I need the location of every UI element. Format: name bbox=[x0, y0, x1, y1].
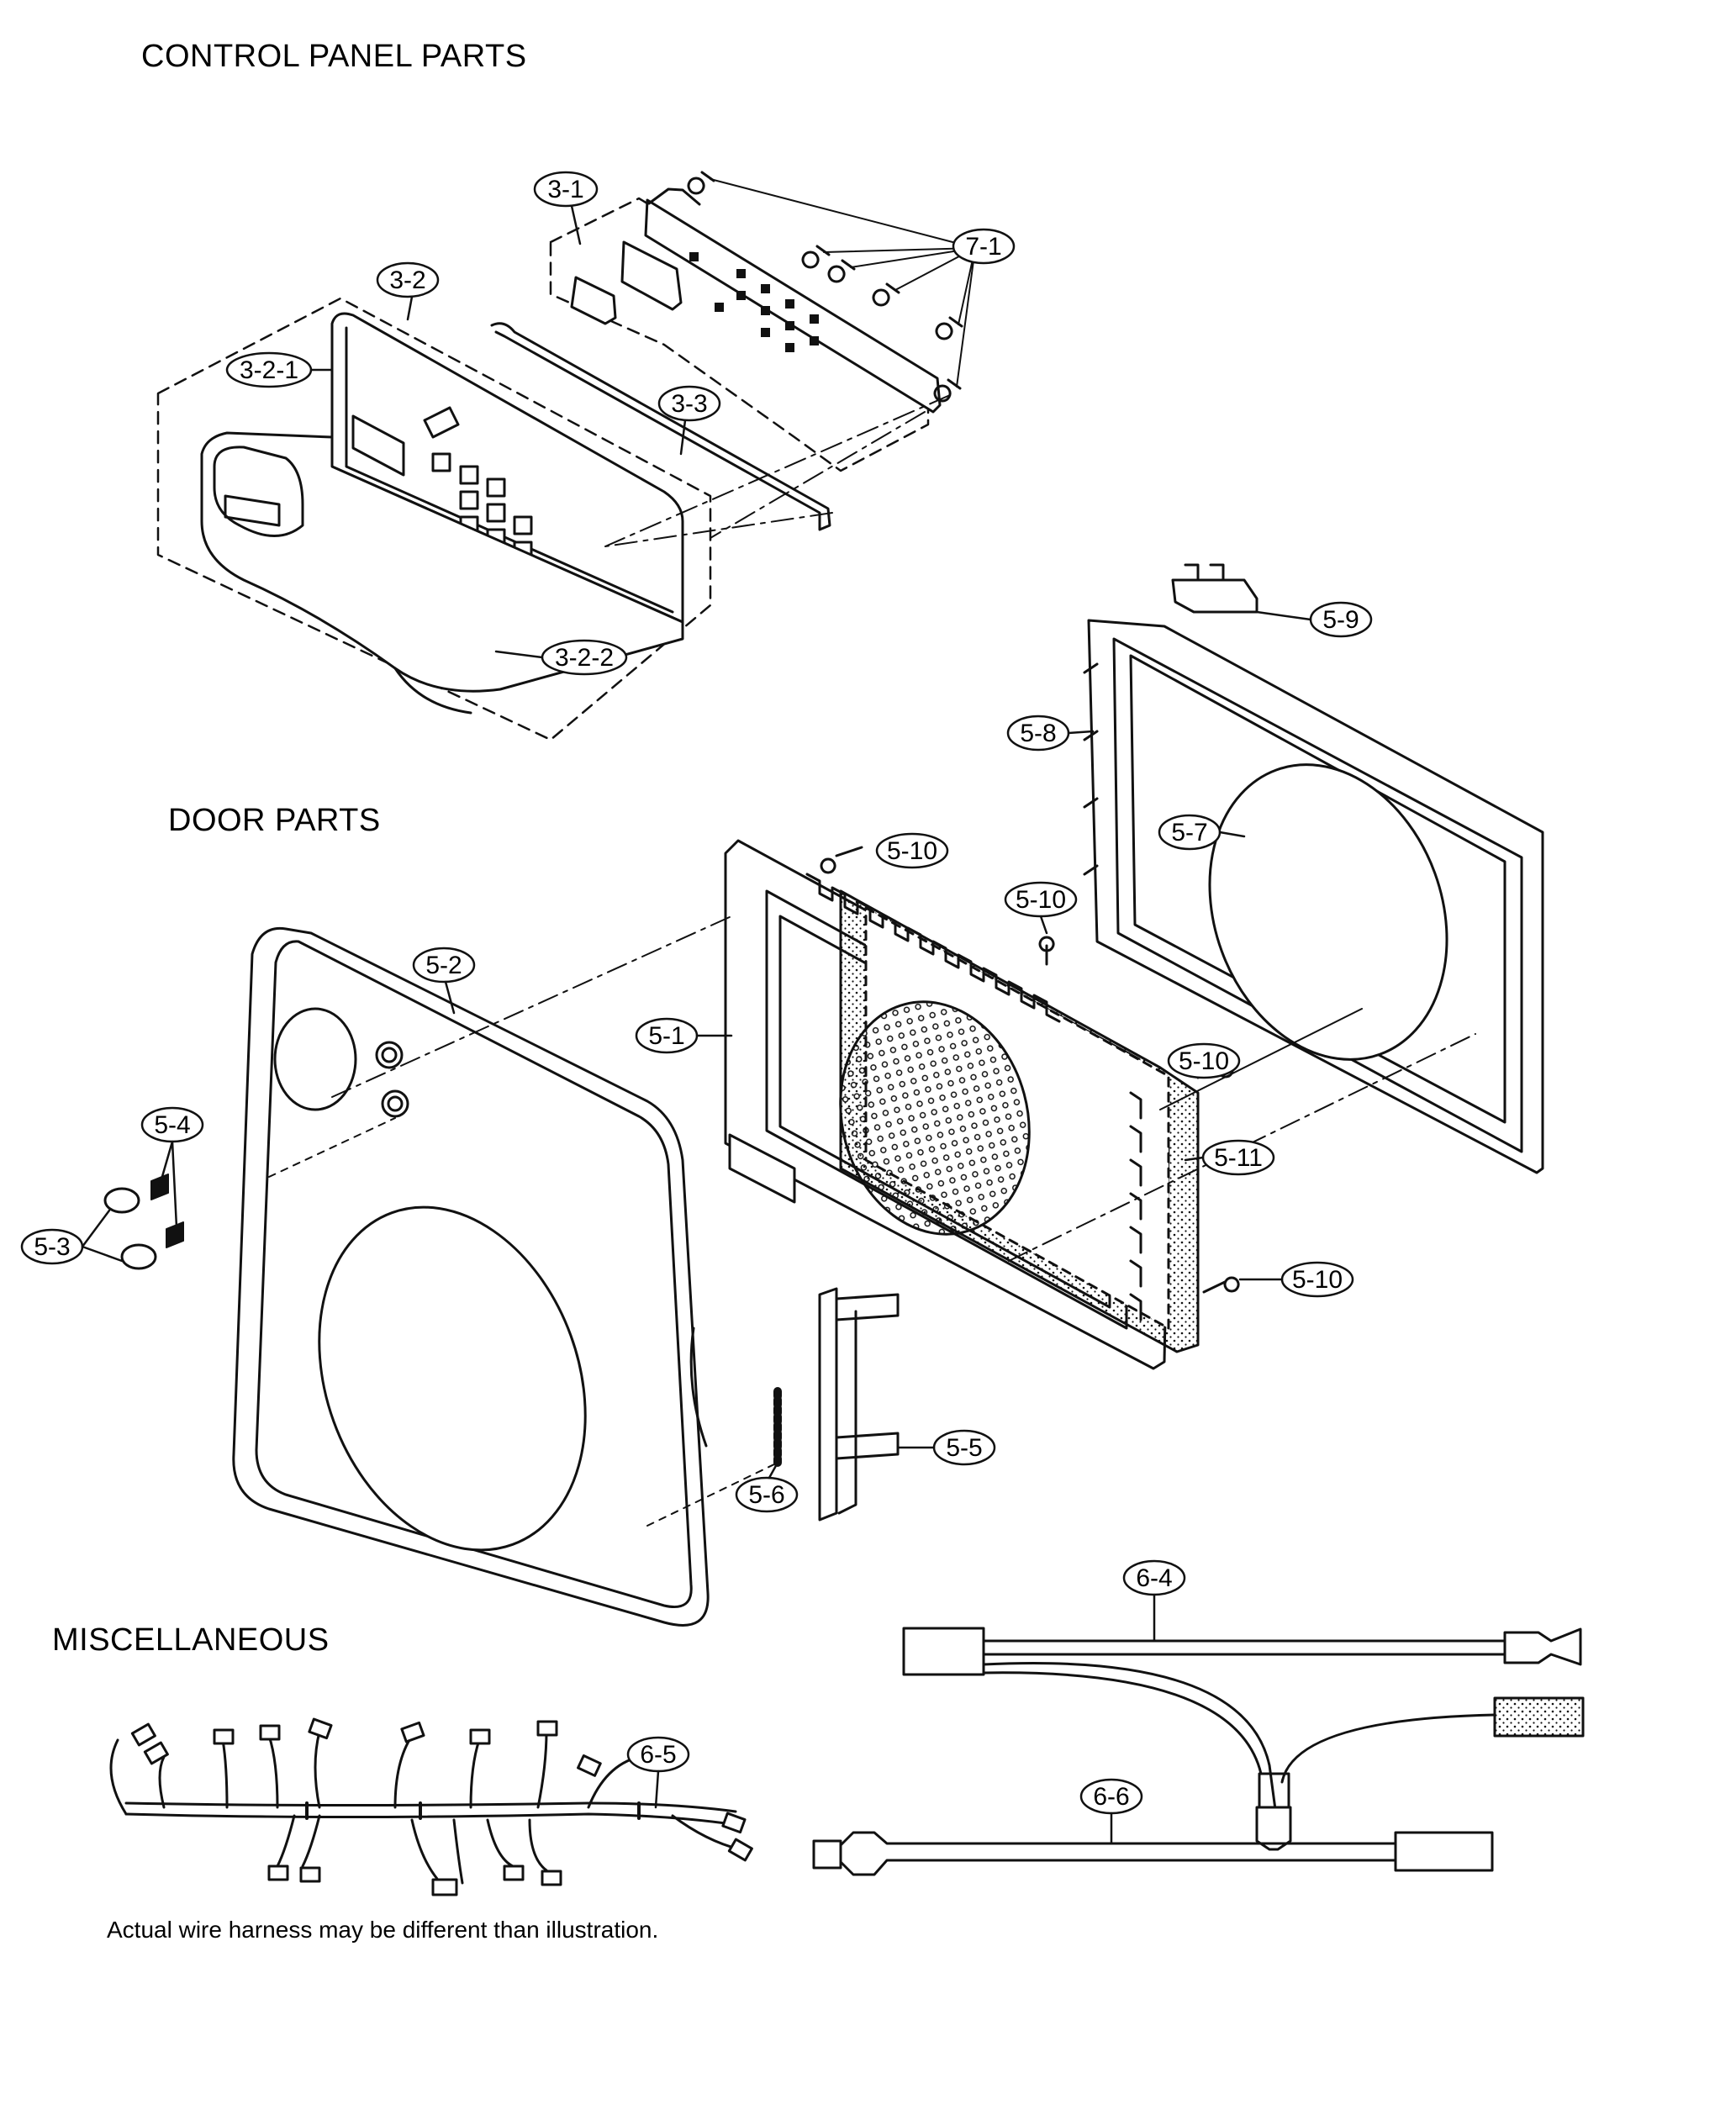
callout-5-7: 5-7 bbox=[1171, 819, 1207, 847]
callout-3-2: 3-2 bbox=[389, 266, 425, 294]
door-lever-5-5 bbox=[818, 1287, 838, 1522]
door-parts-group bbox=[103, 563, 1544, 1627]
heading-miscellaneous: MISCELLANEOUS bbox=[52, 1622, 330, 1658]
callout-5-10-c: 5-10 bbox=[1179, 1047, 1229, 1075]
callout-5-1: 5-1 bbox=[648, 1022, 684, 1050]
callout-5-11: 5-11 bbox=[1214, 1144, 1263, 1172]
callout-5-3: 5-3 bbox=[34, 1233, 70, 1261]
callout-3-2-2: 3-2-2 bbox=[555, 644, 614, 672]
callout-5-4: 5-4 bbox=[154, 1111, 190, 1139]
callout-5-6: 5-6 bbox=[748, 1481, 784, 1509]
callout-5-10-a: 5-10 bbox=[887, 837, 937, 865]
buttons-and-springs bbox=[103, 1174, 184, 1270]
callout-7-1: 7-1 bbox=[965, 233, 1001, 261]
callout-bubbles bbox=[20, 171, 1373, 1845]
heading-control-panel-parts: CONTROL PANEL PARTS bbox=[141, 39, 527, 74]
control-panel-group bbox=[156, 171, 976, 741]
misc-wiring-group bbox=[109, 1627, 1585, 1896]
callout-3-2-1: 3-2-1 bbox=[240, 356, 298, 384]
door-window-outline bbox=[318, 1205, 587, 1552]
callout-5-9: 5-9 bbox=[1322, 606, 1359, 634]
wire-6-4 bbox=[982, 1639, 1506, 1656]
callout-5-10-b: 5-10 bbox=[1016, 886, 1066, 914]
group-outline-3-2 bbox=[156, 297, 712, 741]
callout-3-1: 3-1 bbox=[547, 176, 583, 203]
trim-strip-3-3 bbox=[490, 322, 831, 531]
heading-door-parts: DOOR PARTS bbox=[168, 803, 381, 838]
callout-6-4: 6-4 bbox=[1136, 1564, 1172, 1592]
perforated-screen bbox=[839, 1000, 1031, 1236]
latch-5-9 bbox=[1171, 578, 1258, 614]
wire-6-6 bbox=[812, 1831, 1397, 1876]
door-button-opening bbox=[273, 1007, 357, 1111]
control-front-panel bbox=[330, 312, 684, 624]
callout-labels: 3-1 3-2 3-2-1 3-3 7-1 3-2-2 5-9 5-8 5-7 … bbox=[34, 176, 1359, 1811]
callout-5-10-d: 5-10 bbox=[1292, 1266, 1343, 1294]
callout-5-5: 5-5 bbox=[946, 1434, 982, 1462]
window-5-7 bbox=[1208, 763, 1448, 1061]
callout-3-3: 3-3 bbox=[671, 390, 707, 418]
wire-harness-note: Actual wire harness may be different tha… bbox=[107, 1917, 659, 1943]
callout-6-6: 6-6 bbox=[1093, 1783, 1129, 1811]
board-keypad-dots bbox=[689, 252, 819, 352]
callout-5-2: 5-2 bbox=[425, 952, 462, 979]
connector-6-4b bbox=[1493, 1696, 1585, 1738]
connector-6-6 bbox=[1394, 1831, 1494, 1872]
callout-6-5: 6-5 bbox=[640, 1741, 676, 1769]
wire-harness-6-5 bbox=[109, 1717, 753, 1896]
group-outline-3-1 bbox=[549, 197, 930, 472]
callout-5-8: 5-8 bbox=[1020, 720, 1056, 747]
connector-6-4 bbox=[902, 1627, 985, 1676]
